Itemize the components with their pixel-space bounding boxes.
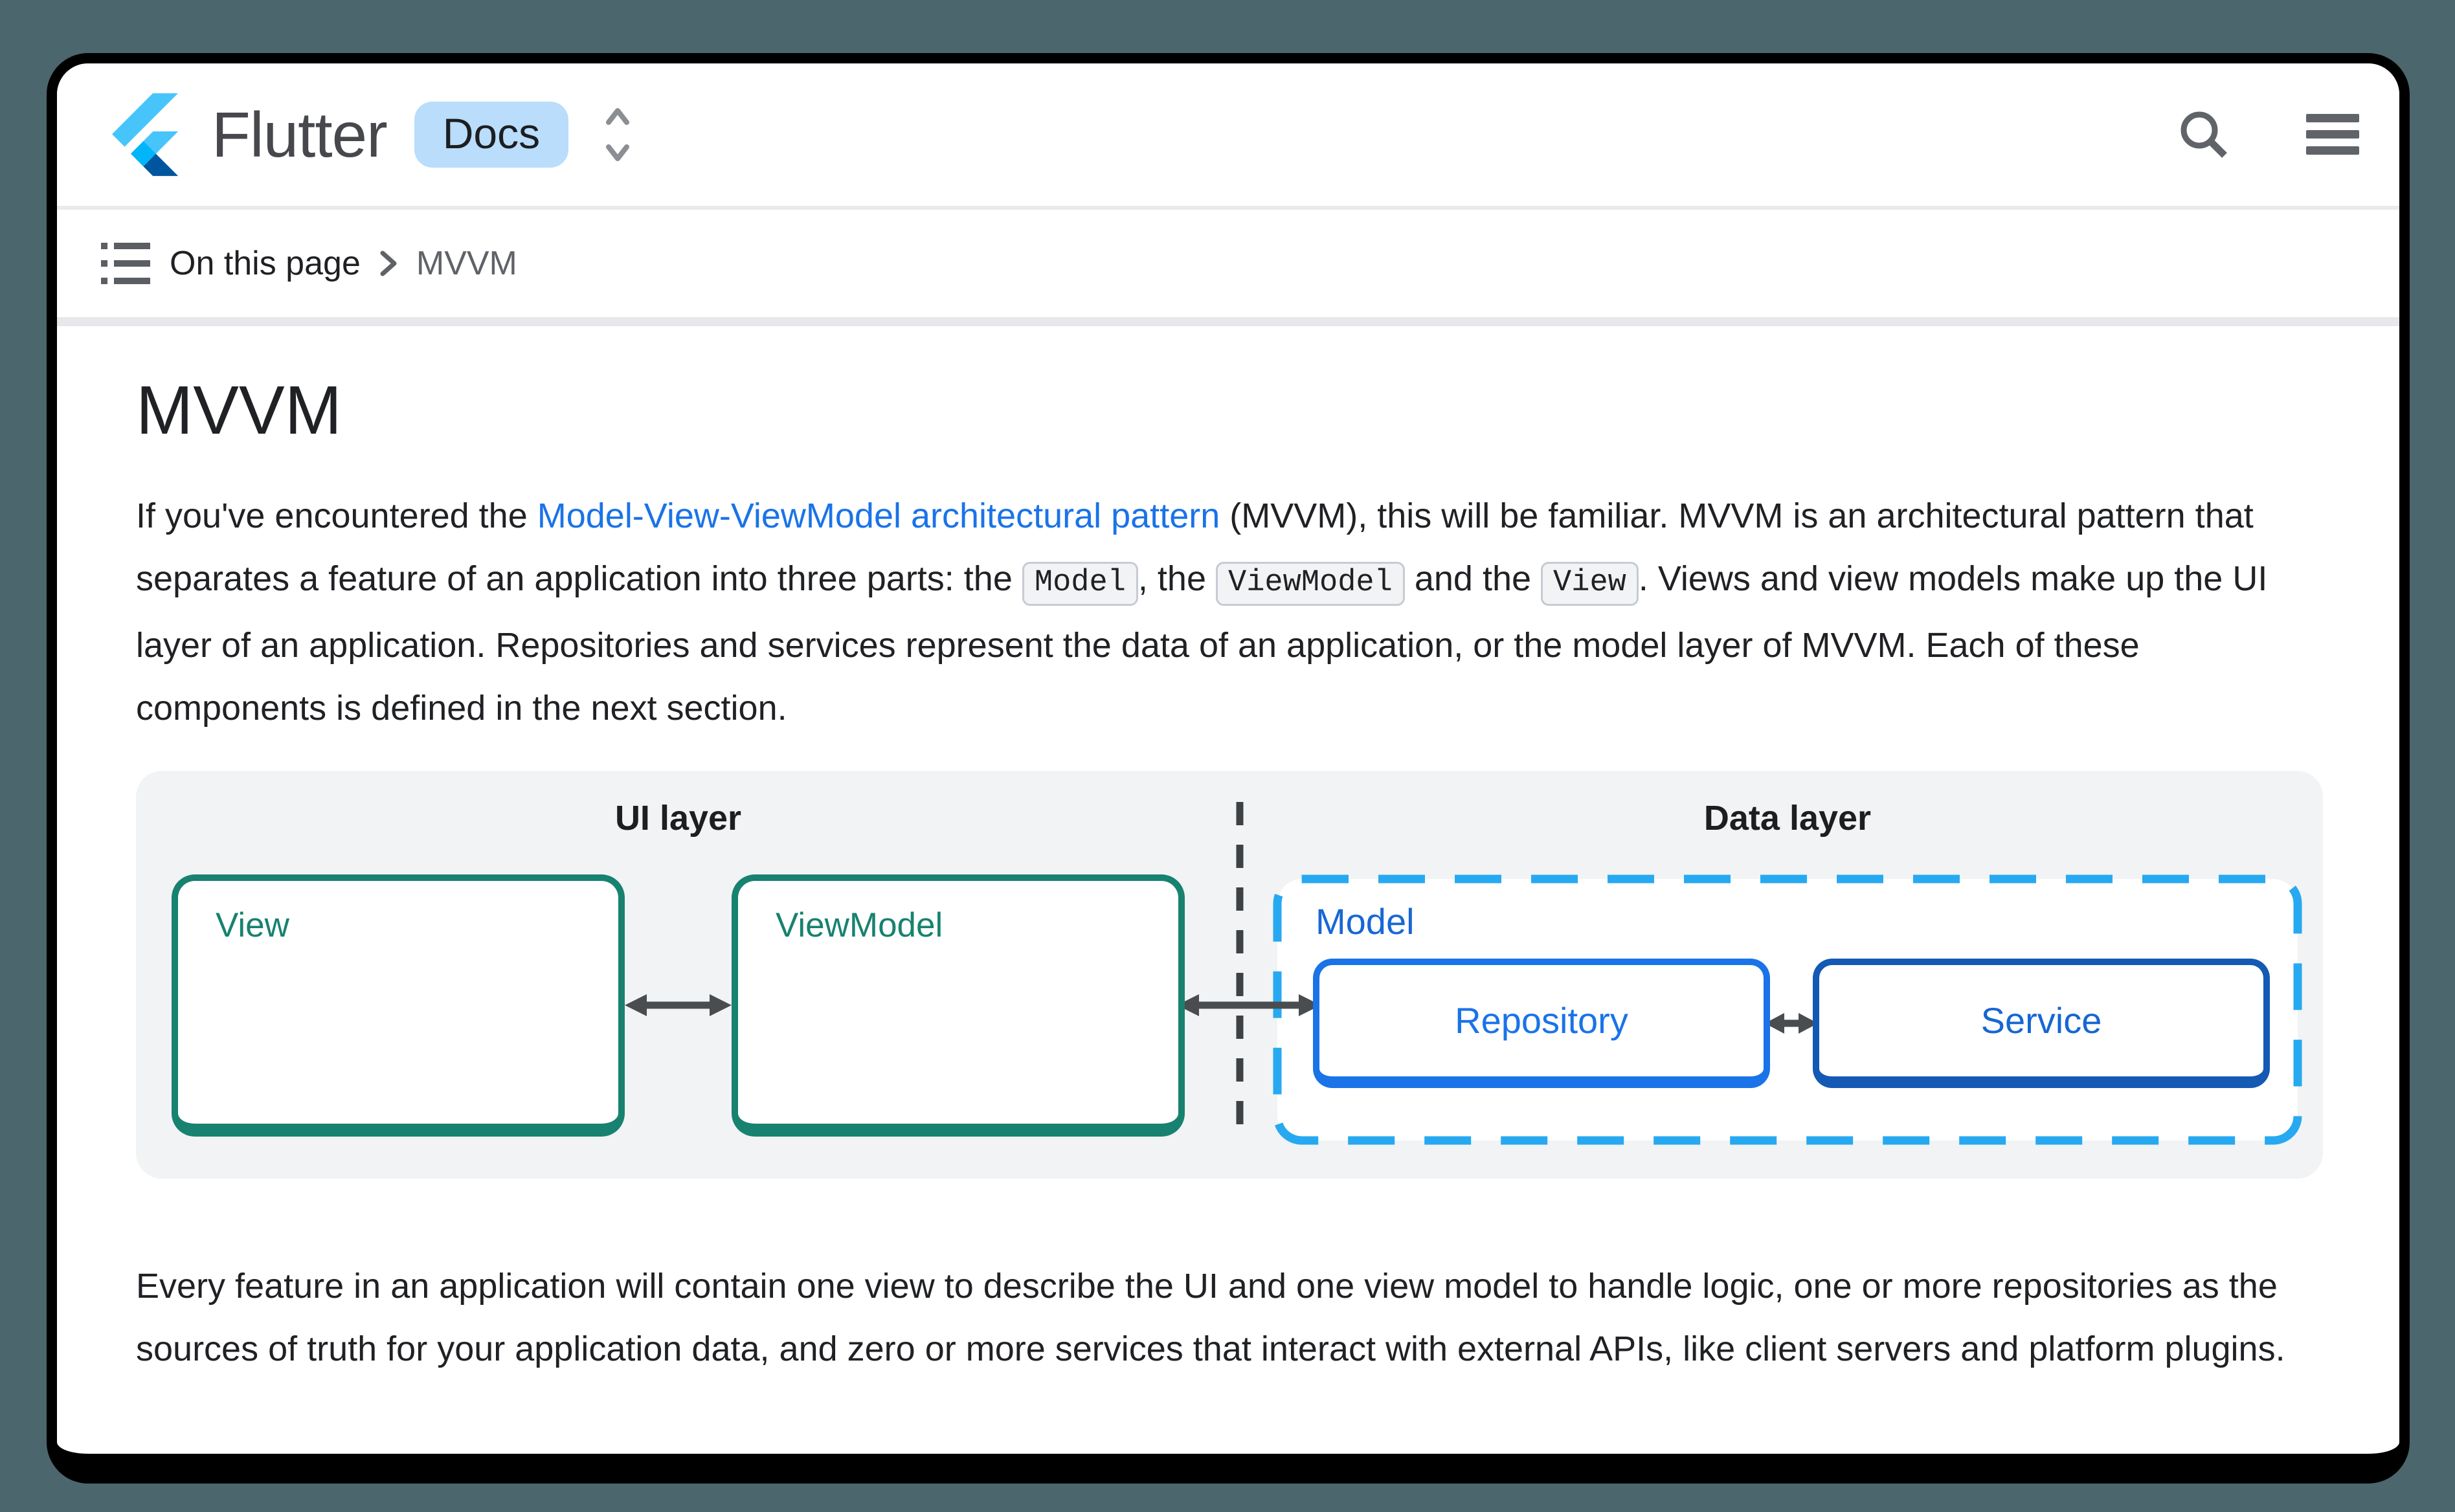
intro-paragraph: If you've encountered the Model-View-Vie… — [136, 485, 2320, 740]
repository-service-arrow — [1765, 1012, 1818, 1034]
breadcrumb: On this page MVVM — [57, 210, 2399, 326]
chevron-right-icon — [380, 250, 397, 276]
layer-divider-dashed-line — [1236, 801, 1244, 1139]
inline-link[interactable]: Model-View-ViewModel architectural patte… — [537, 496, 1220, 535]
menu-icon — [2306, 114, 2359, 155]
service-box: Service — [1813, 958, 2270, 1088]
service-box-label: Service — [1980, 1000, 2102, 1041]
data-layer-title: Data layer — [1703, 798, 1872, 838]
docs-badge[interactable]: Docs — [414, 102, 569, 168]
menu-button[interactable] — [2306, 114, 2359, 155]
repository-box-label: Repository — [1455, 1000, 1628, 1041]
ui-layer-title: UI layer — [614, 798, 742, 838]
inline-code: ViewModel — [1216, 561, 1405, 606]
viewmodel-box: ViewModel — [732, 874, 1185, 1137]
text-run: , the — [1138, 559, 1216, 598]
search-button[interactable] — [2178, 109, 2230, 161]
breadcrumb-label[interactable]: On this page — [170, 245, 361, 282]
text-run: (MVVM), this will be familiar. MVVM is a… — [136, 496, 2254, 598]
flutter-logo-icon[interactable] — [112, 93, 178, 176]
text-run: and the — [1404, 559, 1541, 598]
brand-wordmark[interactable]: Flutter — [212, 98, 388, 170]
unfold-more-icon[interactable] — [602, 102, 633, 168]
toc-icon[interactable] — [101, 241, 150, 285]
article-content: MVVM If you've encountered the Model-Vie… — [57, 373, 2399, 1381]
docs-window-card: Flutter Docs — [47, 53, 2410, 1484]
view-box-label: View — [216, 906, 289, 944]
mvvm-diagram: UI layer Data layer Model — [136, 770, 2323, 1179]
site-header: Flutter Docs — [57, 63, 2399, 210]
repository-box: Repository — [1313, 958, 1770, 1088]
outro-paragraph: Every feature in an application will con… — [136, 1266, 2285, 1368]
text-run: . Views and view models make up the UI l… — [136, 559, 2268, 728]
text-run: If you've encountered the — [136, 496, 537, 535]
page-title: MVVM — [136, 372, 342, 449]
model-label: Model — [1316, 900, 1415, 942]
viewmodel-box-label: ViewModel — [776, 906, 943, 944]
view-viewmodel-arrow — [625, 994, 732, 1016]
breadcrumb-current[interactable]: MVVM — [416, 245, 517, 282]
view-box: View — [172, 874, 625, 1137]
viewmodel-model-arrow — [1177, 994, 1321, 1016]
inline-code: Model — [1022, 561, 1138, 606]
inline-code: View — [1541, 561, 1639, 606]
search-icon — [2180, 111, 2227, 158]
